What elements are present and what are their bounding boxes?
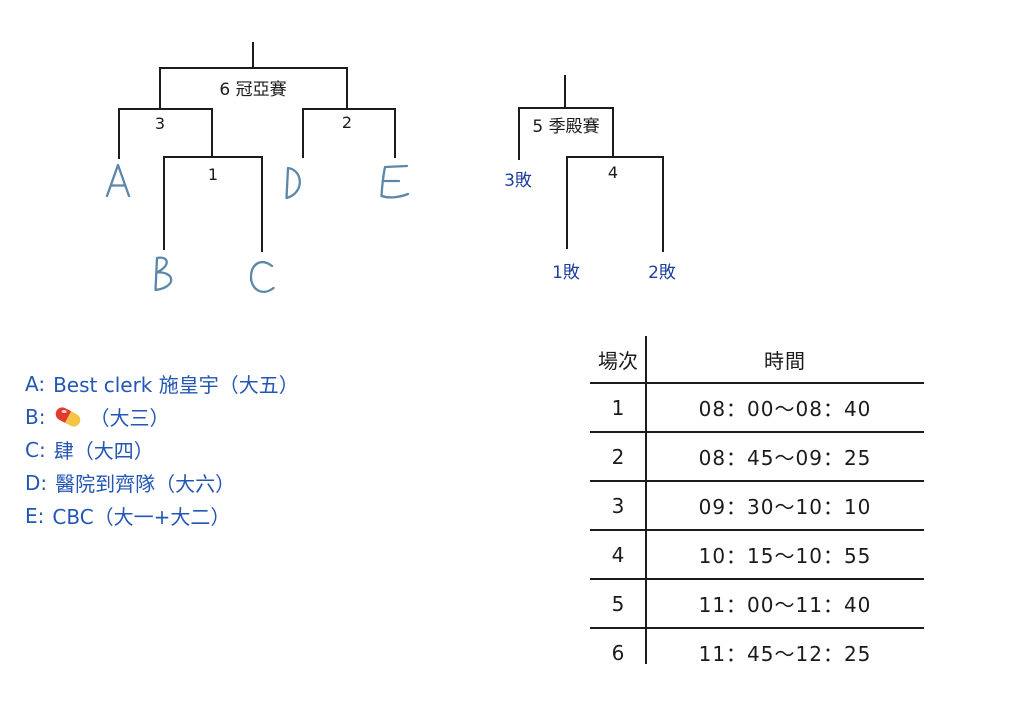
match-1-label: 1 [207,165,219,184]
legend-item-d: D: 醫院到齊隊（大六） [25,466,299,499]
row-time: 11：45～12：25 [698,642,872,666]
match-2-label: 2 [341,113,353,132]
row-time: 10：15～10：55 [698,544,872,568]
loser2-label: 2敗 [648,263,676,283]
legend-key-d: D: [25,470,48,495]
match-3-label: 3 [154,114,166,133]
row-time: 11：00～11：40 [698,593,872,617]
legend-text-d: 醫院到齊隊（大六） [55,472,236,496]
legend-key-c: C: [25,437,46,462]
row-no: 3 [611,493,625,518]
row-no: 2 [611,444,625,469]
header-time: 時間 [764,348,806,373]
row-no: 6 [611,640,625,665]
legend-item-a: A: Best clerk 施皇宇（大五） [25,367,299,400]
schedule-row: 5 11：00～11：40 [590,580,924,629]
main-bracket-lines [118,42,396,252]
legend-key-b: B: [25,404,46,429]
pill-emoji [53,404,83,430]
consolation-match-label: 5 季殿賽 [532,117,600,137]
team-letter-A [105,163,131,198]
row-time: 09：30～10：10 [698,495,872,519]
row-no: 5 [611,591,625,616]
schedule-table: 場次 時間 1 08：00～08：40 2 08：45～09：25 3 09：3… [590,336,924,676]
legend: A: Best clerk 施皇宇（大五） B: （大三） C: 肆（大四） D… [25,367,299,532]
team-letter-D [285,166,301,200]
team-letter-B [154,256,173,292]
schedule-row: 1 08：00～08：40 [590,384,924,433]
team-letter-E [380,164,410,199]
schedule-header: 場次 時間 [590,336,924,384]
row-time: 08：00～08：40 [698,397,872,421]
final-match-label: 6 冠亞賽 [219,80,287,100]
schedule-column-divider [645,336,647,664]
legend-key-a: A: [25,371,46,396]
legend-text-a: Best clerk 施皇宇（大五） [53,373,299,397]
schedule-row: 2 08：45～09：25 [590,433,924,482]
row-time: 08：45～09：25 [698,446,872,470]
legend-item-c: C: 肆（大四） [25,433,299,466]
schedule-row: 3 09：30～10：10 [590,482,924,531]
legend-text-e: CBC（大一+大二） [52,505,231,529]
match-4-label: 4 [607,163,619,182]
row-no: 4 [611,542,625,567]
loser3-label: 3敗 [504,171,532,191]
legend-item-e: E: CBC（大一+大二） [25,499,299,532]
legend-item-b: B: （大三） [25,400,299,433]
legend-text-c: 肆（大四） [53,439,154,463]
handwritten-team-letters [105,163,410,293]
schedule-row: 4 10：15～10：55 [590,531,924,580]
row-no: 1 [611,395,625,420]
legend-text-b: （大三） [89,406,170,430]
schedule-row: 6 11：45～12：25 [590,629,924,676]
header-match: 場次 [598,348,638,373]
team-letter-C [249,261,275,293]
consolation-bracket-lines [518,75,664,252]
legend-key-e: E: [25,503,45,528]
loser1-label: 1敗 [552,263,580,283]
